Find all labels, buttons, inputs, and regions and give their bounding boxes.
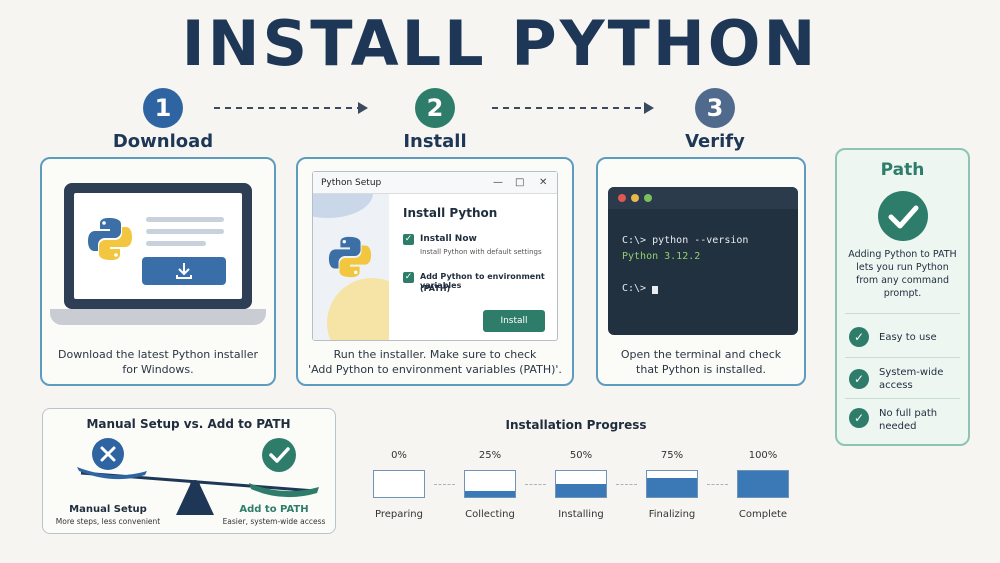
step-3-label: Verify — [685, 131, 745, 152]
download-button[interactable] — [142, 257, 226, 285]
progress-box — [555, 470, 607, 498]
checkmark-icon — [878, 191, 928, 241]
python-logo-icon — [328, 236, 372, 278]
terminal-window: C:\> python --version Python 3.12.2 C:\> — [608, 187, 798, 335]
progress-percent: 0% — [391, 450, 407, 461]
add-path-label-2: (PATH) — [420, 284, 451, 293]
feature-check-icon: ✓ — [849, 327, 869, 347]
terminal-close-dot — [618, 194, 626, 202]
feature-3-label: No full path needed — [879, 408, 938, 432]
progress-box — [373, 470, 425, 498]
progress-stage-label: Collecting — [465, 509, 515, 520]
setup-heading: Install Python — [403, 206, 498, 220]
progress-stage-label: Complete — [738, 509, 788, 520]
manual-setup-sub: More steps, less convenient — [55, 517, 161, 526]
minimize-icon[interactable]: — — [493, 177, 503, 188]
progress-fill — [465, 490, 515, 497]
terminal-output: Python 3.12.2 — [622, 251, 701, 262]
path-desc-1: Adding Python to PATH — [848, 249, 957, 260]
dashed-arrow-icon — [214, 102, 368, 114]
x-mark-icon — [92, 438, 124, 470]
path-desc-3: from any command — [855, 275, 950, 286]
step-2-number: 2 — [415, 88, 455, 128]
progress-fill — [556, 484, 606, 497]
install-now-checkbox[interactable]: ✓ — [403, 234, 414, 245]
add-path-title: Add to PATH — [239, 504, 309, 515]
setup-window-title: Python Setup — [321, 178, 382, 188]
path-desc-2: lets you run Python — [856, 262, 949, 273]
install-button[interactable]: Install — [483, 310, 545, 332]
terminal-prompt: C:\> — [622, 283, 647, 294]
verify-caption-2: that Python is installed. — [636, 363, 766, 376]
progress-percent: 100% — [748, 450, 778, 461]
terminal-minimize-dot — [631, 194, 639, 202]
terminal-cursor — [652, 286, 658, 294]
progress-percent: 50% — [569, 450, 593, 461]
progress-title: Installation Progress — [505, 418, 647, 432]
progress-stage-label: Finalizing — [648, 509, 696, 520]
progress-stages: 0% Preparing 25% Collecting 50% Installing 75%… — [360, 448, 800, 528]
install-caption-2: 'Add Python to environment variables (PA… — [308, 363, 562, 376]
page-title: INSTALL PYTHON — [181, 7, 819, 80]
progress-connector — [616, 484, 637, 485]
progress-fill — [738, 471, 788, 497]
progress-box — [464, 470, 516, 498]
path-card: Path Adding Python to PATH lets you run … — [835, 148, 970, 446]
feature-check-icon: ✓ — [849, 408, 869, 428]
download-caption-1: Download the latest Python installer — [58, 348, 258, 361]
manual-setup-title: Manual Setup — [69, 504, 147, 515]
terminal-command: C:\> python --version — [622, 235, 749, 246]
terminal-maximize-dot — [644, 194, 652, 202]
install-now-label: Install Now — [420, 234, 477, 244]
feature-check-icon: ✓ — [849, 369, 869, 389]
download-caption-2: for Windows. — [122, 363, 194, 376]
verify-caption-1: Open the terminal and check — [620, 348, 782, 361]
install-now-sub: Install Python with default settings — [420, 248, 542, 256]
comparison-card: Manual Setup vs. Add to PATH Manual Setu… — [42, 408, 336, 534]
progress-percent: 75% — [660, 450, 684, 461]
install-caption-1: Run the installer. Make sure to check — [333, 348, 537, 361]
install-card: Python Setup — □ ✕ Install Python ✓ Inst… — [296, 157, 574, 386]
progress-box — [646, 470, 698, 498]
path-desc-4: prompt. — [883, 288, 922, 299]
progress-connector — [707, 484, 728, 485]
progress-connector — [434, 484, 455, 485]
python-logo-icon — [88, 218, 132, 260]
step-3-number: 3 — [695, 88, 735, 128]
feature-1-label: Easy to use — [879, 332, 937, 343]
download-icon — [176, 263, 192, 279]
add-path-checkbox[interactable]: ✓ — [403, 272, 414, 283]
feature-2-label: System-wide access — [879, 367, 944, 391]
close-icon[interactable]: ✕ — [539, 177, 548, 188]
step-1-label: Download — [112, 131, 214, 152]
add-path-sub: Easier, system-wide access — [222, 517, 326, 526]
progress-stage-label: Installing — [558, 509, 604, 520]
comparison-title: Manual Setup vs. Add to PATH — [86, 417, 291, 431]
setup-window: Python Setup — □ ✕ Install Python ✓ Inst… — [312, 171, 558, 341]
maximize-icon[interactable]: □ — [515, 177, 525, 188]
progress-box — [737, 470, 789, 498]
progress-percent: 25% — [478, 450, 502, 461]
progress-connector — [525, 484, 546, 485]
verify-card: C:\> python --version Python 3.12.2 C:\>… — [596, 157, 806, 386]
download-card: Download the latest Python installer for… — [40, 157, 276, 386]
checkmark-icon — [262, 438, 296, 472]
step-2-label: Install — [403, 131, 467, 152]
progress-fill — [647, 477, 697, 497]
balance-scale-icon — [77, 467, 319, 515]
path-title: Path — [880, 160, 925, 180]
dashed-arrow-icon — [492, 102, 654, 114]
progress-stage-label: Preparing — [375, 509, 423, 520]
laptop-icon — [64, 183, 252, 309]
add-path-label-1: Add Python to environment variables — [420, 272, 545, 290]
step-1-number: 1 — [143, 88, 183, 128]
